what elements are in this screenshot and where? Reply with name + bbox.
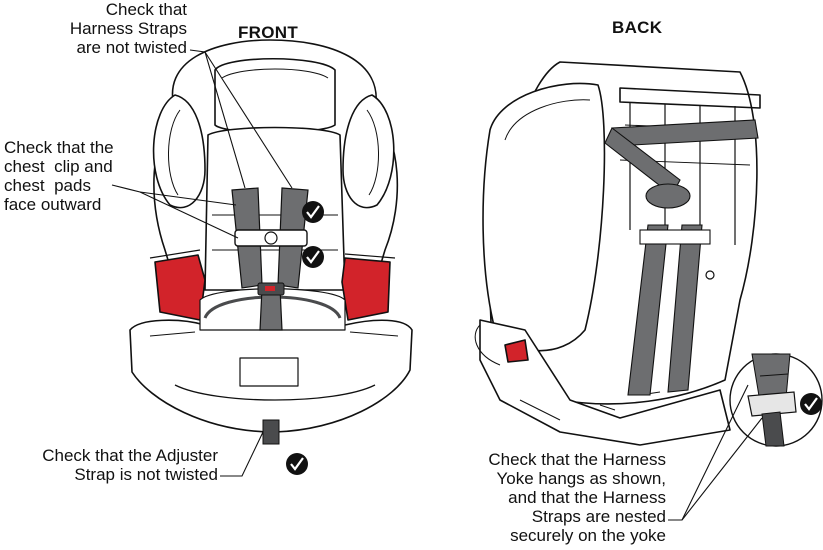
back-headrest <box>482 82 606 352</box>
yoke-detail-yoke <box>747 391 797 417</box>
checkmark-icon <box>306 250 320 264</box>
front-harness-straps <box>231 187 309 445</box>
back-heading: BACK <box>612 18 663 37</box>
front-right-wing <box>342 94 395 209</box>
callout-yoke-line-5: securely on the yoke <box>510 526 666 545</box>
callout-yoke: Check that the Harness Yoke hangs as sho… <box>460 450 666 545</box>
check-badge-front-adjuster <box>286 453 308 475</box>
callout-harness-twist-line-1: Check that <box>105 0 187 19</box>
callout-yoke-line-2: Yoke hangs as shown, <box>496 469 667 488</box>
checkmark-icon <box>306 205 320 219</box>
callout-adjuster-strap-line-2: Strap is not twisted <box>74 465 218 484</box>
front-adjuster-strap <box>262 419 280 445</box>
callout-adjuster-strap-line-1: Check that the Adjuster <box>42 446 218 465</box>
check-badge-back-yoke <box>800 393 822 415</box>
yoke-detail-inset <box>729 353 823 447</box>
callout-chest-clip-line-1: Check that the <box>4 138 114 157</box>
front-back-cushion <box>204 126 346 291</box>
callout-adjuster-strap: Check that the Adjuster Strap is not twi… <box>10 446 218 484</box>
front-heading: FRONT <box>238 23 299 42</box>
callout-harness-twist: Check that Harness Straps are not twiste… <box>52 0 187 57</box>
callout-yoke-line-3: and that the Harness <box>508 488 666 507</box>
callout-chest-clip-line-4: face outward <box>4 195 102 214</box>
callout-yoke-line-4: Straps are nested <box>531 507 666 526</box>
callout-chest-clip: Check that the chest clip and chest pads… <box>4 138 144 214</box>
front-left-wing <box>152 94 206 209</box>
front-leader-lines <box>111 49 293 477</box>
front-right-armrest <box>341 257 391 321</box>
front-seat-illustration <box>129 39 413 433</box>
back-yoke-bundle <box>645 183 691 209</box>
check-badge-front-chest <box>302 246 324 268</box>
back-armrest-edge <box>504 339 529 363</box>
checkmark-icon <box>290 457 304 471</box>
callout-chest-clip-line-2: chest clip and <box>4 157 113 176</box>
checkmark-icon <box>804 397 818 411</box>
callout-harness-twist-line-3: are not twisted <box>76 38 187 57</box>
front-seat-label <box>239 357 299 387</box>
front-left-armrest <box>154 254 206 321</box>
callout-chest-clip-line-3: chest pads <box>4 176 91 195</box>
back-right-harness-strap <box>667 224 703 393</box>
back-seat-illustration <box>474 61 761 446</box>
yoke-detail-strap-lower <box>761 411 785 447</box>
back-harness-straps <box>604 119 759 396</box>
check-badge-front-straps <box>302 201 324 223</box>
callout-harness-twist-line-2: Harness Straps <box>69 19 187 38</box>
back-seat-base <box>479 319 731 446</box>
back-leader-lines <box>668 384 763 521</box>
back-left-harness-strap <box>627 224 669 396</box>
back-frame <box>619 87 761 109</box>
callout-yoke-line-1: Check that the Harness <box>488 450 666 469</box>
